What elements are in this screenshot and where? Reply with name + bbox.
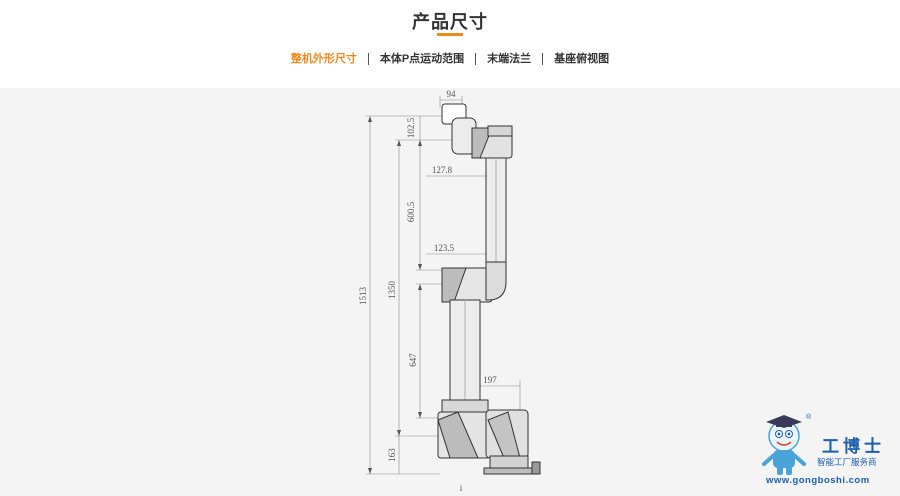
section-header: 产品尺寸 整机外形尺寸 本体P点运动范围 末端法兰 基座俯视图: [0, 0, 900, 88]
tab-p-point-range[interactable]: 本体P点运动范围: [379, 53, 465, 65]
tab-separator: [475, 53, 477, 65]
drawing-area: 94 102.5 127.8 600.5 123.5 1513 1350 647…: [0, 88, 900, 496]
dim-base-offset: 197: [483, 375, 497, 385]
tab-separator: [542, 53, 544, 65]
registered-mark: ®: [806, 414, 812, 421]
dim-upper-arm-length: 647: [408, 353, 418, 367]
dim-top-offset: 102.5: [406, 117, 416, 138]
tab-overall-dimensions[interactable]: 整机外形尺寸: [290, 53, 357, 65]
dim-upper-height: 1350: [387, 281, 397, 300]
tab-end-flange[interactable]: 末端法兰: [487, 53, 532, 65]
dim-total-height: 1513: [358, 287, 368, 306]
dim-top-width: 94: [447, 89, 457, 99]
dim-elbow-offset: 123.5: [434, 243, 455, 253]
robot-dimension-drawing: 94 102.5 127.8 600.5 123.5 1513 1350 647…: [358, 89, 541, 493]
dim-forearm-length: 600.5: [406, 201, 416, 222]
dim-wrist-offset: 127.8: [432, 165, 453, 175]
brand-url: www.gongboshi.com: [766, 475, 870, 486]
tab-separator: [367, 53, 369, 65]
dim-base-height: 163: [387, 448, 397, 462]
mascot-logo-icon: [762, 415, 806, 475]
brand-slogan: 智能工厂服务商: [817, 457, 877, 467]
dimension-tabs: 整机外形尺寸 本体P点运动范围 末端法兰 基座俯视图: [0, 50, 900, 68]
tab-base-top-view[interactable]: 基座俯视图: [554, 53, 610, 65]
brand-name: 工博士: [822, 437, 885, 456]
page-title: 产品尺寸: [412, 12, 488, 32]
title-underline: [437, 33, 463, 36]
drawing-bottom-mark: i: [460, 483, 463, 493]
